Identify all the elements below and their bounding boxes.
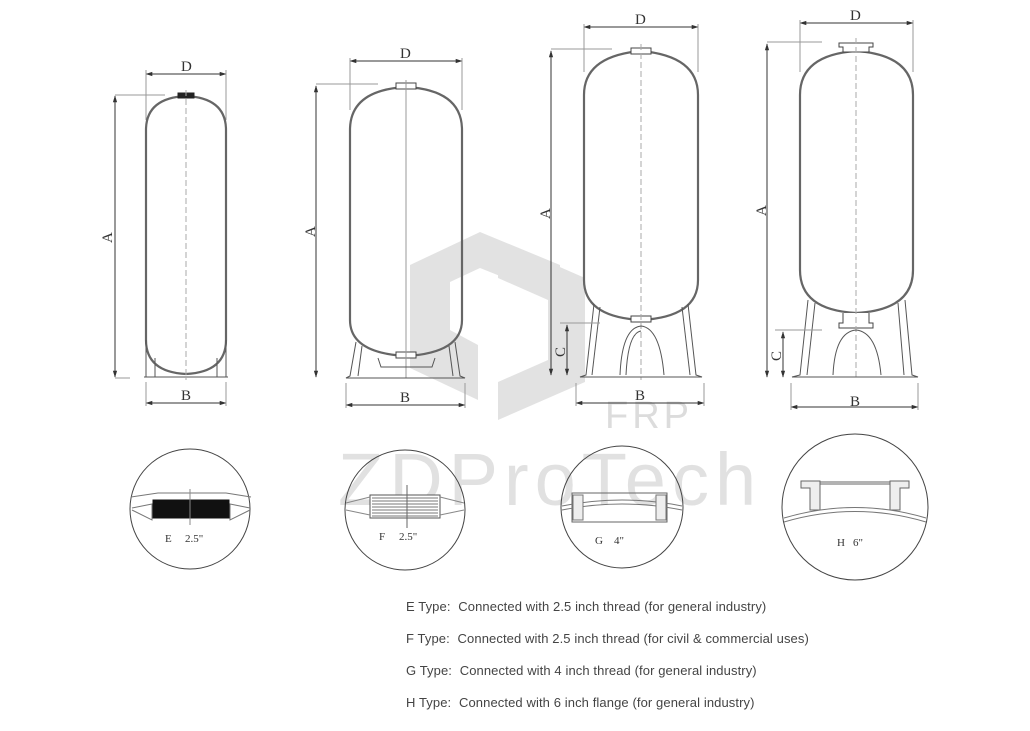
detail-g-letter: G [595,535,603,547]
tank-2-drawing [313,58,466,408]
detail-e-size: 2.5" [185,533,203,545]
legend-type: G Type: [406,663,452,678]
tank-4-d-label: D [850,8,861,24]
detail-h-size: 6" [853,537,863,549]
tank-3-a-label: A [538,208,554,219]
tank-1-b-label: B [181,388,191,404]
tank-3-drawing [548,24,705,406]
tank-2-a-label: A [303,226,319,237]
tank-3-b-label: B [635,388,645,404]
tank-4-drawing [764,20,919,410]
detail-g [560,445,684,569]
legend-row-h: H Type: Connected with 6 inch flange (fo… [406,693,866,725]
tank-1-a-label: A [100,232,116,243]
tank-1-d-label: D [181,59,192,75]
tank-3-c-label: C [553,347,569,357]
detail-h-letter: H [837,537,845,549]
detail-f-letter: F [379,531,385,543]
legend-description: Connected with 2.5 inch thread (for civi… [457,631,809,646]
tank-4-a-label: A [754,205,770,216]
legend-type: F Type: [406,631,450,646]
detail-h [781,433,929,581]
tank-3-d-label: D [635,12,646,28]
opening-type-legend: E Type: Connected with 2.5 inch thread (… [406,597,866,725]
legend-row-f: F Type: Connected with 2.5 inch thread (… [406,629,866,661]
legend-row-e: E Type: Connected with 2.5 inch thread (… [406,597,866,629]
detail-g-size: 4" [614,535,624,547]
legend-description: Connected with 2.5 inch thread (for gene… [458,599,767,614]
legend-type: H Type: [406,695,452,710]
detail-f-size: 2.5" [399,531,417,543]
legend-row-g: G Type: Connected with 4 inch thread (fo… [406,661,866,693]
tank-2-b-label: B [400,390,410,406]
tank-4-c-label: C [769,351,785,361]
detail-e-letter: E [165,533,172,545]
tank-4-b-label: B [850,394,860,410]
legend-type: E Type: [406,599,451,614]
legend-description: Connected with 6 inch flange (for genera… [458,695,755,710]
detail-e [129,448,252,570]
tank-2-d-label: D [400,46,411,62]
legend-description: Connected with 4 inch thread (for genera… [459,663,757,678]
tank-1-drawing [112,70,228,406]
detail-f [344,449,466,571]
